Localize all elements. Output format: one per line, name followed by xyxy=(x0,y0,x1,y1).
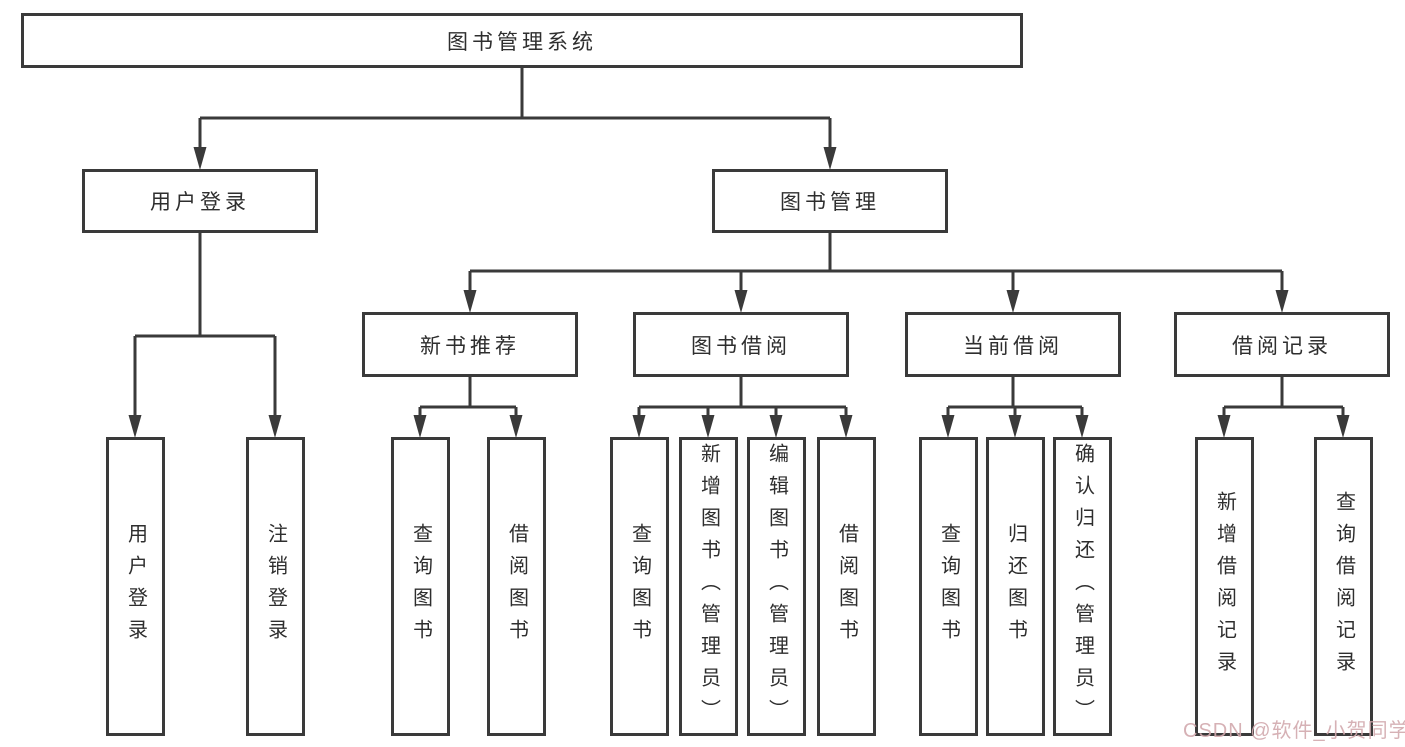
leaf-query-book-borrow-label: 查询图书 xyxy=(628,522,651,651)
leaf-confirm-return-admin: 确认归还（管理员） xyxy=(1053,437,1112,736)
leaf-edit-book-admin: 编辑图书（管理员） xyxy=(747,437,806,736)
node-book-borrow: 图书借阅 xyxy=(633,312,849,377)
leaf-logout-label: 注销登录 xyxy=(264,522,287,651)
leaf-borrow-book: 借阅图书 xyxy=(817,437,876,736)
node-borrow-records: 借阅记录 xyxy=(1174,312,1390,377)
node-current-borrow-label: 当前借阅 xyxy=(963,334,1063,358)
leaf-user-login-label: 用户登录 xyxy=(124,522,147,651)
leaf-confirm-return-admin-label: 确认归还（管理员） xyxy=(1071,442,1094,731)
tree-edges xyxy=(133,68,1345,417)
node-user-login-label: 用户登录 xyxy=(150,191,250,214)
leaf-query-current-borrow-label: 查询图书 xyxy=(937,522,960,651)
leaf-return-book: 归还图书 xyxy=(986,437,1045,736)
leaf-return-book-label: 归还图书 xyxy=(1004,522,1027,651)
leaf-add-book-admin-label: 新增图书（管理员） xyxy=(697,442,720,731)
node-book-management-label: 图书管理 xyxy=(780,191,880,214)
leaf-borrow-book-recommend: 借阅图书 xyxy=(487,437,546,736)
leaf-query-book-recommend: 查询图书 xyxy=(391,437,450,736)
leaf-query-book-recommend-label: 查询图书 xyxy=(409,522,432,651)
leaf-query-current-borrow: 查询图书 xyxy=(919,437,978,736)
leaf-add-book-admin: 新增图书（管理员） xyxy=(679,437,738,736)
node-root-label: 图书管理系统 xyxy=(447,30,597,54)
node-book-borrow-label: 图书借阅 xyxy=(691,334,791,358)
leaf-query-book-borrow: 查询图书 xyxy=(610,437,669,736)
leaf-add-borrow-record: 新增借阅记录 xyxy=(1195,437,1254,736)
leaf-borrow-book-recommend-label: 借阅图书 xyxy=(505,522,528,651)
node-current-borrow: 当前借阅 xyxy=(905,312,1121,377)
arrowheads xyxy=(128,147,1350,438)
node-root: 图书管理系统 xyxy=(21,13,1023,68)
node-new-book-recommend: 新书推荐 xyxy=(362,312,578,377)
leaf-query-borrow-record-label: 查询借阅记录 xyxy=(1332,490,1355,683)
leaf-add-borrow-record-label: 新增借阅记录 xyxy=(1213,490,1236,683)
leaf-query-borrow-record: 查询借阅记录 xyxy=(1314,437,1373,736)
leaf-logout: 注销登录 xyxy=(246,437,305,736)
node-new-book-recommend-label: 新书推荐 xyxy=(420,334,520,358)
leaf-edit-book-admin-label: 编辑图书（管理员） xyxy=(765,442,788,731)
node-book-management: 图书管理 xyxy=(712,169,948,233)
node-user-login: 用户登录 xyxy=(82,169,318,233)
node-borrow-records-label: 借阅记录 xyxy=(1232,334,1332,358)
leaf-borrow-book-label: 借阅图书 xyxy=(835,522,858,651)
leaf-user-login: 用户登录 xyxy=(106,437,165,736)
csdn-watermark: CSDN @软件_小贺同学 xyxy=(1183,720,1405,742)
